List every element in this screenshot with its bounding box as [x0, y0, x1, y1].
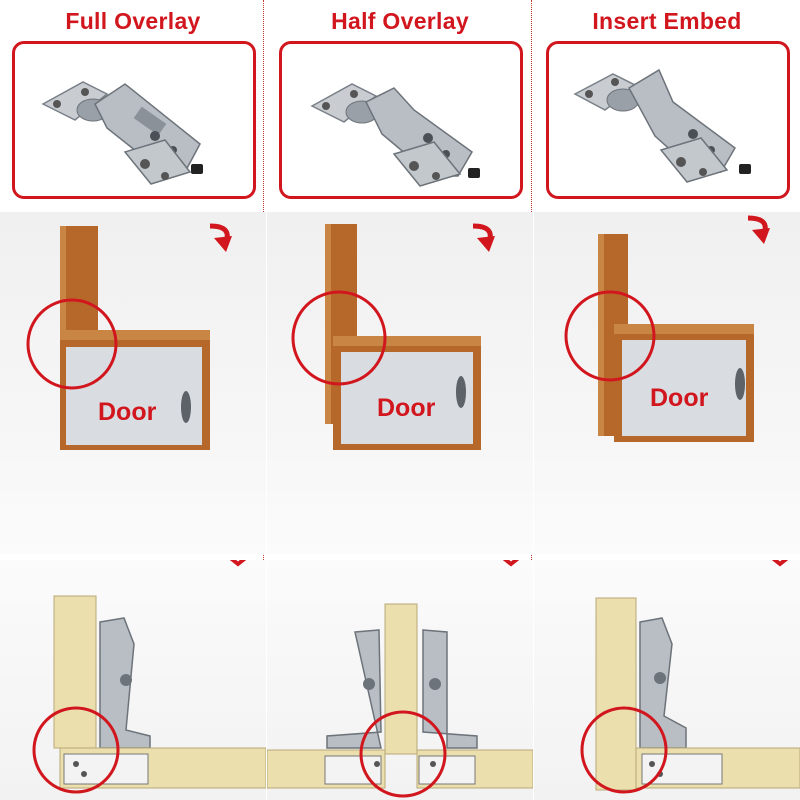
highlight-circle	[564, 290, 656, 382]
hinge-photo	[573, 68, 751, 183]
overlay-illustration: Door	[0, 212, 266, 554]
hinge-diagram	[267, 560, 533, 800]
door-label: Door	[98, 398, 157, 426]
double-chevron-down-icon	[771, 560, 789, 567]
hinge-photo-frame	[279, 41, 523, 199]
hinge-diagram	[534, 560, 800, 800]
overlay-illustration: Door	[267, 212, 533, 554]
panel-title: Half Overlay	[331, 8, 469, 34]
double-chevron-down-icon	[502, 560, 520, 567]
hinge-photo-frame	[12, 41, 256, 199]
door-label: Door	[377, 394, 436, 422]
double-chevron-down-icon	[229, 560, 247, 567]
panel-title: Full Overlay	[65, 8, 201, 34]
panel-half-overlay: Half Overlay	[267, 0, 533, 800]
panel-title: Insert Embed	[592, 8, 742, 34]
highlight-circle	[359, 710, 447, 798]
highlight-circle	[291, 290, 387, 386]
highlight-circle	[580, 706, 668, 794]
hinge-photo-frame	[546, 41, 790, 199]
hinge-photo	[310, 83, 480, 187]
panel-full-overlay: Full Overlay	[0, 0, 266, 800]
highlight-circle	[26, 298, 118, 390]
panel-insert-embed: Insert Embed	[534, 0, 800, 800]
highlight-circle	[32, 706, 120, 794]
overlay-illustration: Door	[534, 212, 800, 554]
hinge-diagram	[0, 560, 266, 800]
hinge-photo	[41, 81, 203, 185]
door-label: Door	[650, 384, 709, 412]
